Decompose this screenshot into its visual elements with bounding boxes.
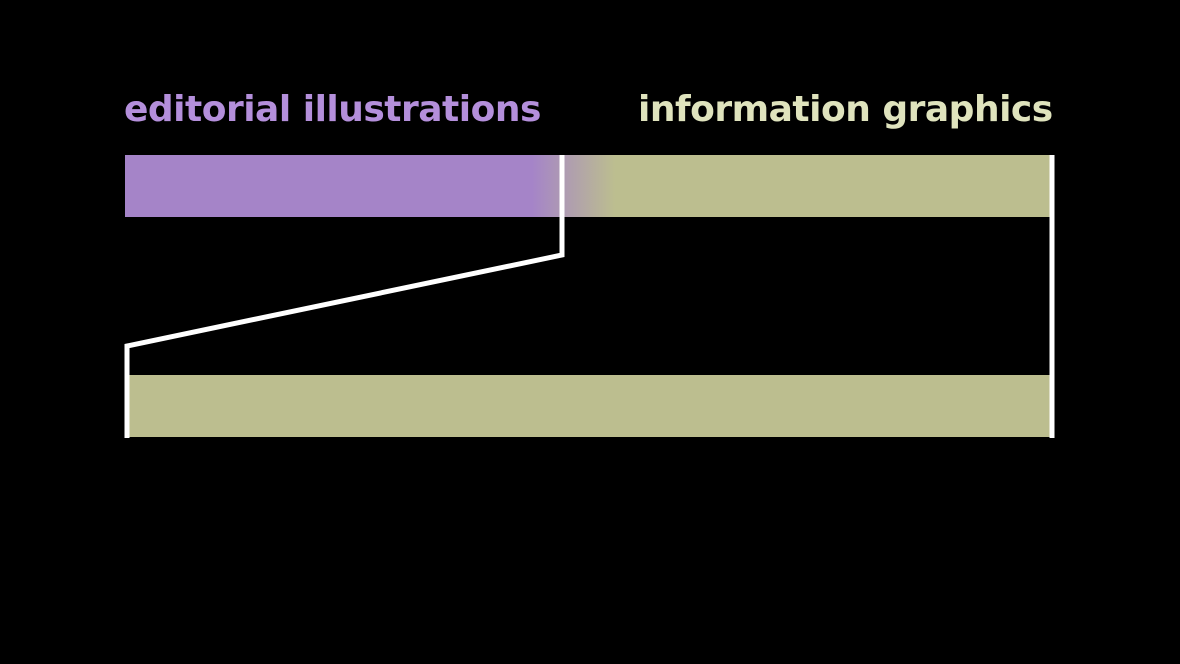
zoom-connector-left — [124, 155, 565, 438]
bottom-zoomed-band — [127, 375, 1050, 437]
editorial-illustrations-label: editorial illustrations — [124, 89, 541, 130]
top-spectrum-band — [125, 155, 1050, 217]
information-graphics-label: information graphics — [638, 89, 1053, 130]
